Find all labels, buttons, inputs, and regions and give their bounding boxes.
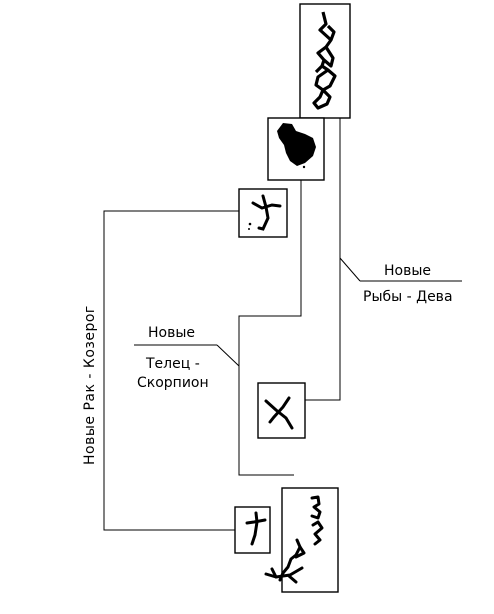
glyph-frames — [234, 3, 351, 593]
glyph-cross-top-icon — [251, 194, 282, 231]
label-taurus-scorpio-top: Новые — [148, 325, 195, 341]
label-taurus-scorpio-bottom-2: Скорпион — [137, 375, 209, 391]
label-pisces-virgo-bottom: Рыбы - Дева — [363, 289, 453, 305]
glyph-blob-icon — [277, 123, 316, 166]
glyph-cross-top-dot2-icon — [248, 228, 250, 230]
glyph-cross-top-dot-icon — [248, 222, 252, 226]
leader-taurus-scorpio — [216, 344, 240, 367]
bracket-cancer-capricorn — [103, 210, 239, 531]
glyph-chain-icon — [312, 11, 337, 110]
label-cancer-capricorn: Новые Рак - Козерог — [82, 305, 98, 465]
label-taurus-scorpio-bottom-1: Телец - — [145, 356, 200, 372]
label-pisces-virgo-top: Новые — [384, 263, 431, 279]
frame-glyph-cross-bottom — [234, 506, 271, 554]
bracket-pisces-virgo — [305, 118, 341, 401]
glyph-cross-bottom-icon — [245, 511, 267, 546]
glyph-branch-icon — [264, 495, 324, 584]
glyph-x-icon — [264, 396, 294, 430]
glyph-blob-dot-icon — [302, 165, 306, 169]
leader-pisces-virgo — [339, 257, 361, 282]
bracket-taurus-scorpio — [238, 178, 302, 476]
connector-lines — [103, 118, 462, 531]
